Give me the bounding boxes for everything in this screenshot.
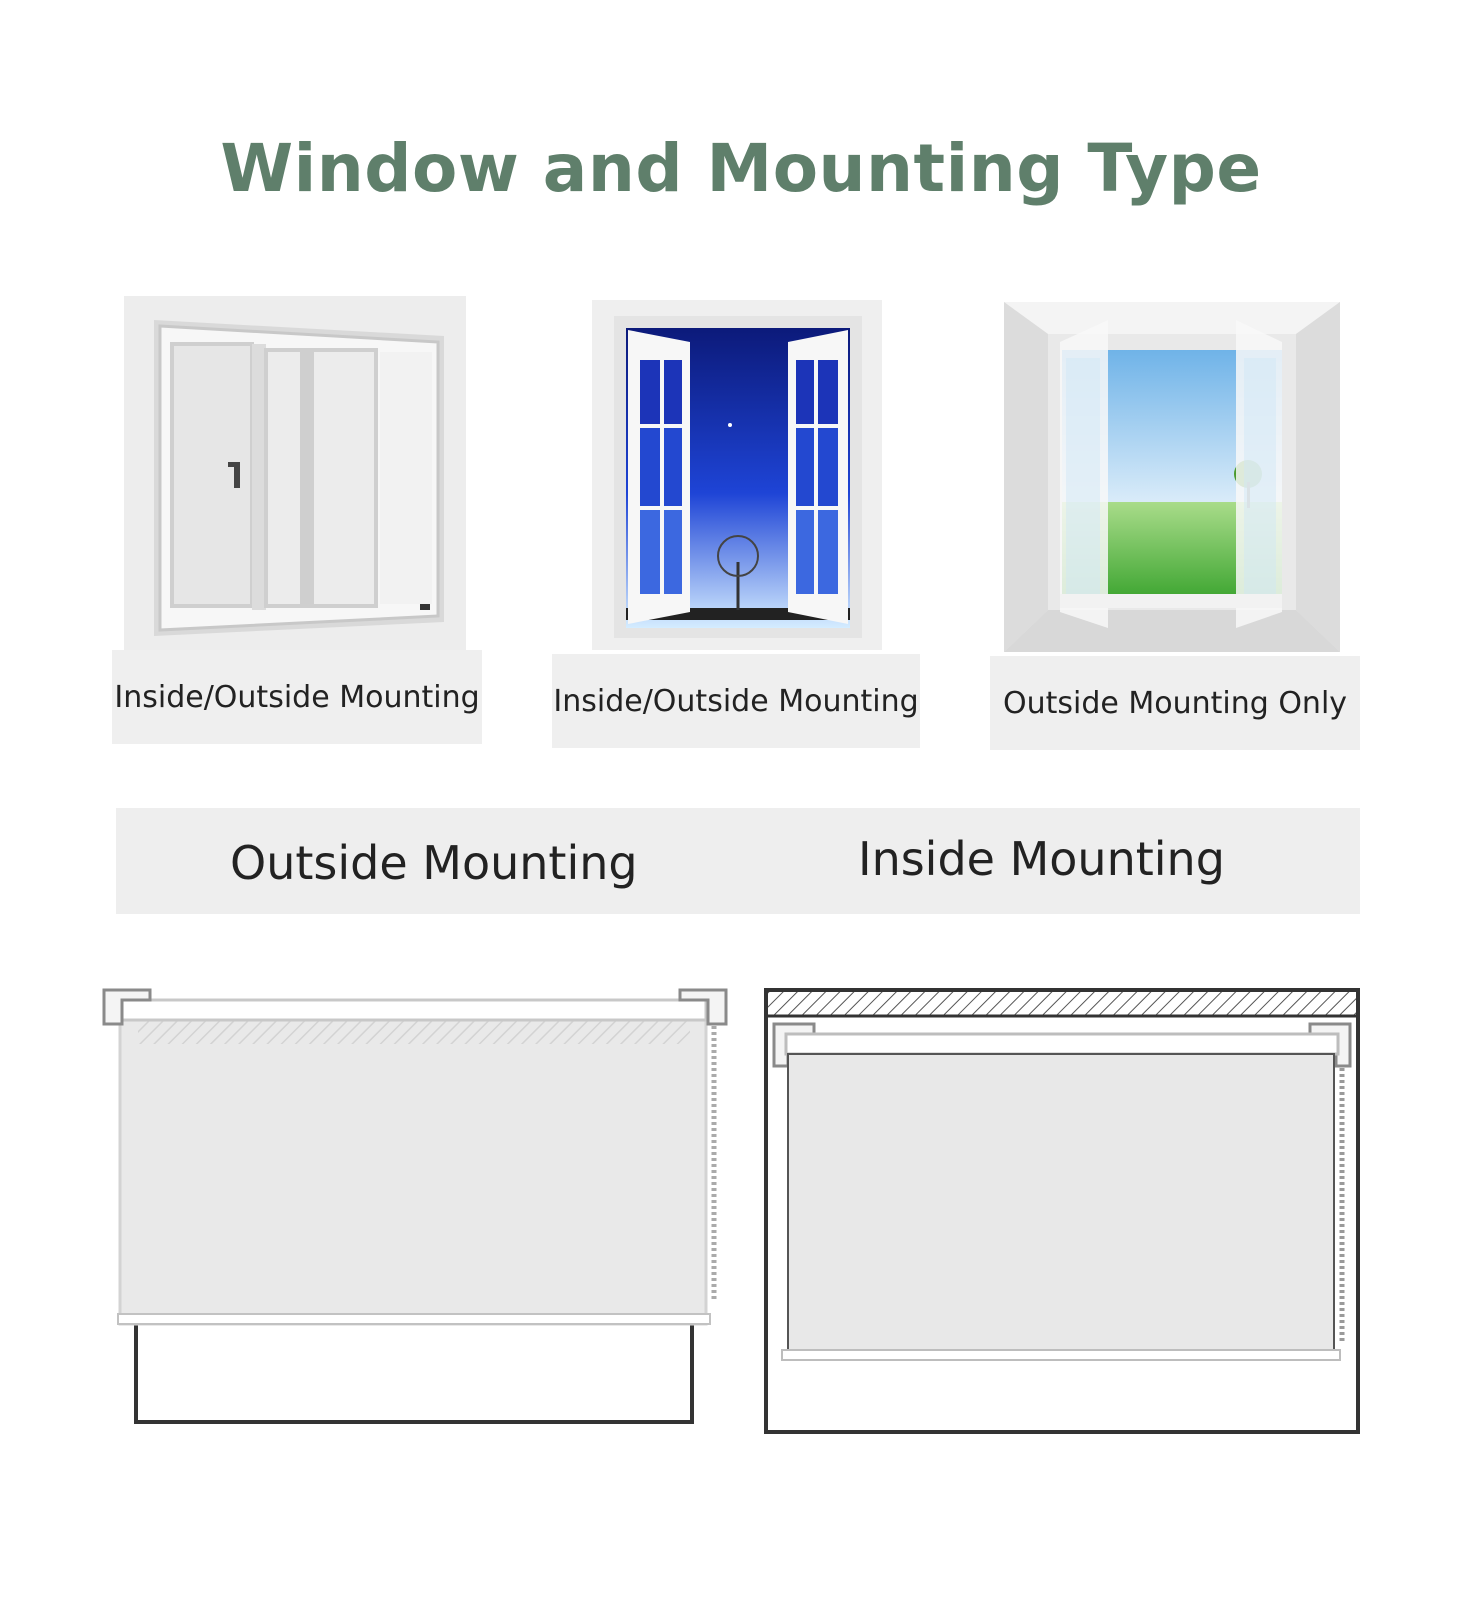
window-label-3: Outside Mounting Only: [990, 656, 1360, 750]
sliding-window-photo: [124, 296, 466, 650]
mounting-headings-band: [116, 808, 1360, 914]
window-label-1: Inside/Outside Mounting: [112, 650, 482, 744]
casement-night-window-photo: [592, 300, 882, 650]
open-casement-meadow-window-photo: [1004, 302, 1340, 652]
inside-mounting-heading: Inside Mounting: [858, 832, 1225, 886]
outside-mount-roller-blind-diagram: [100, 984, 730, 1444]
window-label-2: Inside/Outside Mounting: [552, 654, 920, 748]
page-title: Window and Mounting Type: [220, 130, 1262, 207]
inside-mount-roller-blind-diagram: [762, 984, 1362, 1444]
outside-mounting-heading: Outside Mounting: [230, 836, 638, 890]
